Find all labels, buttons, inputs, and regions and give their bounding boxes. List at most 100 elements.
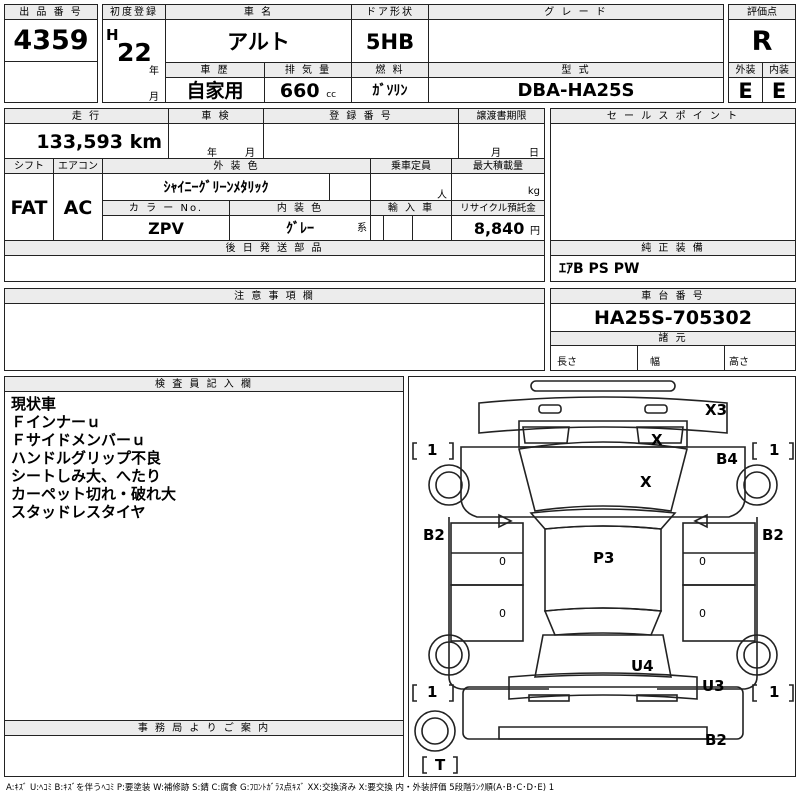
ext-color: ｼｬｲﾆｰｸﾞﾘｰﾝﾒﾀﾘｯｸ bbox=[102, 173, 330, 201]
inspection-year-suffix: 年 bbox=[207, 148, 217, 159]
mark-x-hood: X bbox=[640, 473, 652, 491]
tire-score-front-left: 1 bbox=[427, 441, 438, 459]
fuel: ｶﾞｿﾘﾝ bbox=[351, 77, 429, 103]
door-label: ドア形状 bbox=[351, 4, 429, 20]
inspection-box: 年 月 bbox=[168, 123, 264, 159]
interior-label: 内装 bbox=[762, 62, 796, 78]
mark-x3: X3 bbox=[705, 401, 728, 419]
transfer-label: 譲渡書期限 bbox=[458, 108, 545, 124]
era-mark: H bbox=[106, 26, 119, 44]
inspector-note: Ｆインナーｕ bbox=[11, 413, 102, 431]
later-parts-label: 後 日 発 送 部 品 bbox=[4, 240, 545, 256]
door-mark-left-front: 0 bbox=[499, 555, 506, 568]
office-box bbox=[4, 735, 404, 777]
inspector-note: スタッドレスタイヤ bbox=[11, 503, 146, 521]
notes-label: 注 意 事 項 欄 bbox=[4, 288, 545, 304]
first-reg-year: 22 bbox=[117, 38, 152, 67]
displacement-unit: cc bbox=[326, 90, 337, 100]
interior-score: E bbox=[762, 77, 796, 103]
sales-point-box bbox=[550, 123, 796, 241]
import-label: 輸 入 車 bbox=[370, 200, 452, 216]
inspector-notes: 現状車 Ｆインナーｕ Ｆサイドメンバーｕ ハンドルグリップ不良 シートしみ大、へ… bbox=[4, 391, 404, 721]
car-name-label: 車 名 bbox=[165, 4, 352, 20]
sales-point-label: セ ー ル ス ポ イ ン ト bbox=[550, 108, 796, 124]
reg-no-box bbox=[263, 123, 459, 159]
recycle-amount: 8,840 bbox=[473, 219, 525, 238]
mileage: 133,593 bbox=[36, 131, 123, 153]
car-diagram-drawing bbox=[412, 380, 794, 774]
tire-score-front-right: 1 bbox=[769, 441, 780, 459]
shift: FAT bbox=[4, 173, 54, 241]
chassis-no: HA25S-705302 bbox=[550, 303, 796, 332]
ext-color-extra bbox=[329, 173, 371, 201]
mileage-box: 133,593 km bbox=[4, 123, 169, 159]
grade-label: グ レ ー ド bbox=[428, 4, 724, 20]
width-box: 幅 bbox=[637, 345, 725, 371]
recycle-box: 8,840 円 bbox=[451, 215, 545, 241]
transfer-day: 日 bbox=[529, 148, 539, 159]
damage-legend: A:ｷｽﾞ U:ﾍｺﾐ B:ｷｽﾞを伴うﾍｺﾐ P:要塗装 W:補修跡 S:錆 … bbox=[6, 783, 555, 793]
mark-p3: P3 bbox=[593, 549, 615, 567]
mark-b2-rear: B2 bbox=[705, 731, 727, 749]
door-mark-right-front: 0 bbox=[699, 555, 706, 568]
equipment-label: 純 正 装 備 bbox=[550, 240, 796, 256]
transfer-month: 月 bbox=[491, 148, 501, 159]
int-color-label: 内 装 色 bbox=[229, 200, 371, 216]
width-label: 幅 bbox=[650, 357, 660, 368]
first-reg-box: H 22 年 月 bbox=[102, 19, 166, 103]
displacement-box: 660 cc bbox=[264, 77, 352, 103]
score-label: 評価点 bbox=[728, 4, 796, 20]
capacity-label: 乗車定員 bbox=[370, 158, 452, 174]
length-box: 長さ bbox=[550, 345, 638, 371]
ext-color-label: 外 装 色 bbox=[102, 158, 371, 174]
first-reg-label: 初度登録 bbox=[102, 4, 166, 20]
shift-label: シフト bbox=[4, 158, 54, 174]
recycle-unit: 円 bbox=[530, 226, 540, 237]
max-load-unit: kg bbox=[527, 186, 540, 197]
lot-no-label: 出 品 番 号 bbox=[4, 4, 98, 20]
door-mark-right-rear: 0 bbox=[699, 607, 706, 620]
mark-b2-right: B2 bbox=[762, 526, 784, 544]
ac: AC bbox=[53, 173, 103, 241]
grade bbox=[428, 19, 724, 63]
equipment: ｴｱB PS PW bbox=[550, 255, 796, 282]
later-parts-box bbox=[4, 255, 545, 282]
inspector-note: カーペット切れ・破れ大 bbox=[11, 485, 177, 503]
height-label: 高さ bbox=[729, 357, 749, 368]
model-label: 型 式 bbox=[428, 62, 724, 78]
displacement-label: 排 気 量 bbox=[264, 62, 352, 78]
mark-x-windshield: X bbox=[651, 431, 663, 449]
height-box: 高さ bbox=[724, 345, 796, 371]
inspection-month-suffix: 月 bbox=[245, 148, 255, 159]
int-color: ｸﾞﾚｰ bbox=[286, 221, 314, 237]
car-name: アルト bbox=[165, 19, 352, 63]
tire-score-rear-left: 1 bbox=[427, 683, 438, 701]
inspector-note: 現状車 bbox=[11, 395, 57, 413]
transfer-box: 月 日 bbox=[458, 123, 545, 159]
capacity-box: 人 bbox=[370, 173, 452, 201]
int-color-box: ｸﾞﾚｰ 系 bbox=[229, 215, 371, 241]
first-reg-month-suffix: 月 bbox=[149, 92, 159, 103]
mark-u4: U4 bbox=[631, 657, 654, 675]
mileage-unit: km bbox=[129, 131, 162, 153]
mileage-label: 走 行 bbox=[4, 108, 169, 124]
import-divider bbox=[383, 215, 413, 241]
color-no: ZPV bbox=[102, 215, 230, 241]
door-mark-left-rear: 0 bbox=[499, 607, 506, 620]
exterior-score: E bbox=[728, 77, 763, 103]
inspector-note: シートしみ大、へたり bbox=[11, 467, 162, 485]
first-reg-year-suffix: 年 bbox=[149, 66, 159, 77]
ac-label: エアコン bbox=[53, 158, 103, 174]
max-load-label: 最大積載量 bbox=[451, 158, 545, 174]
inspector-note: Ｆサイドメンバーｕ bbox=[11, 431, 147, 449]
notes-box bbox=[4, 303, 545, 371]
length-label: 長さ bbox=[557, 357, 577, 368]
mark-b2-left: B2 bbox=[423, 526, 445, 544]
door-type: 5HB bbox=[351, 19, 429, 63]
displacement: 660 bbox=[279, 80, 320, 102]
reg-no-label: 登 録 番 号 bbox=[263, 108, 459, 124]
mark-u3: U3 bbox=[702, 677, 725, 695]
lot-no-blank bbox=[4, 61, 98, 103]
score: R bbox=[728, 19, 796, 63]
inspector-note: ハンドルグリップ不良 bbox=[11, 449, 162, 467]
